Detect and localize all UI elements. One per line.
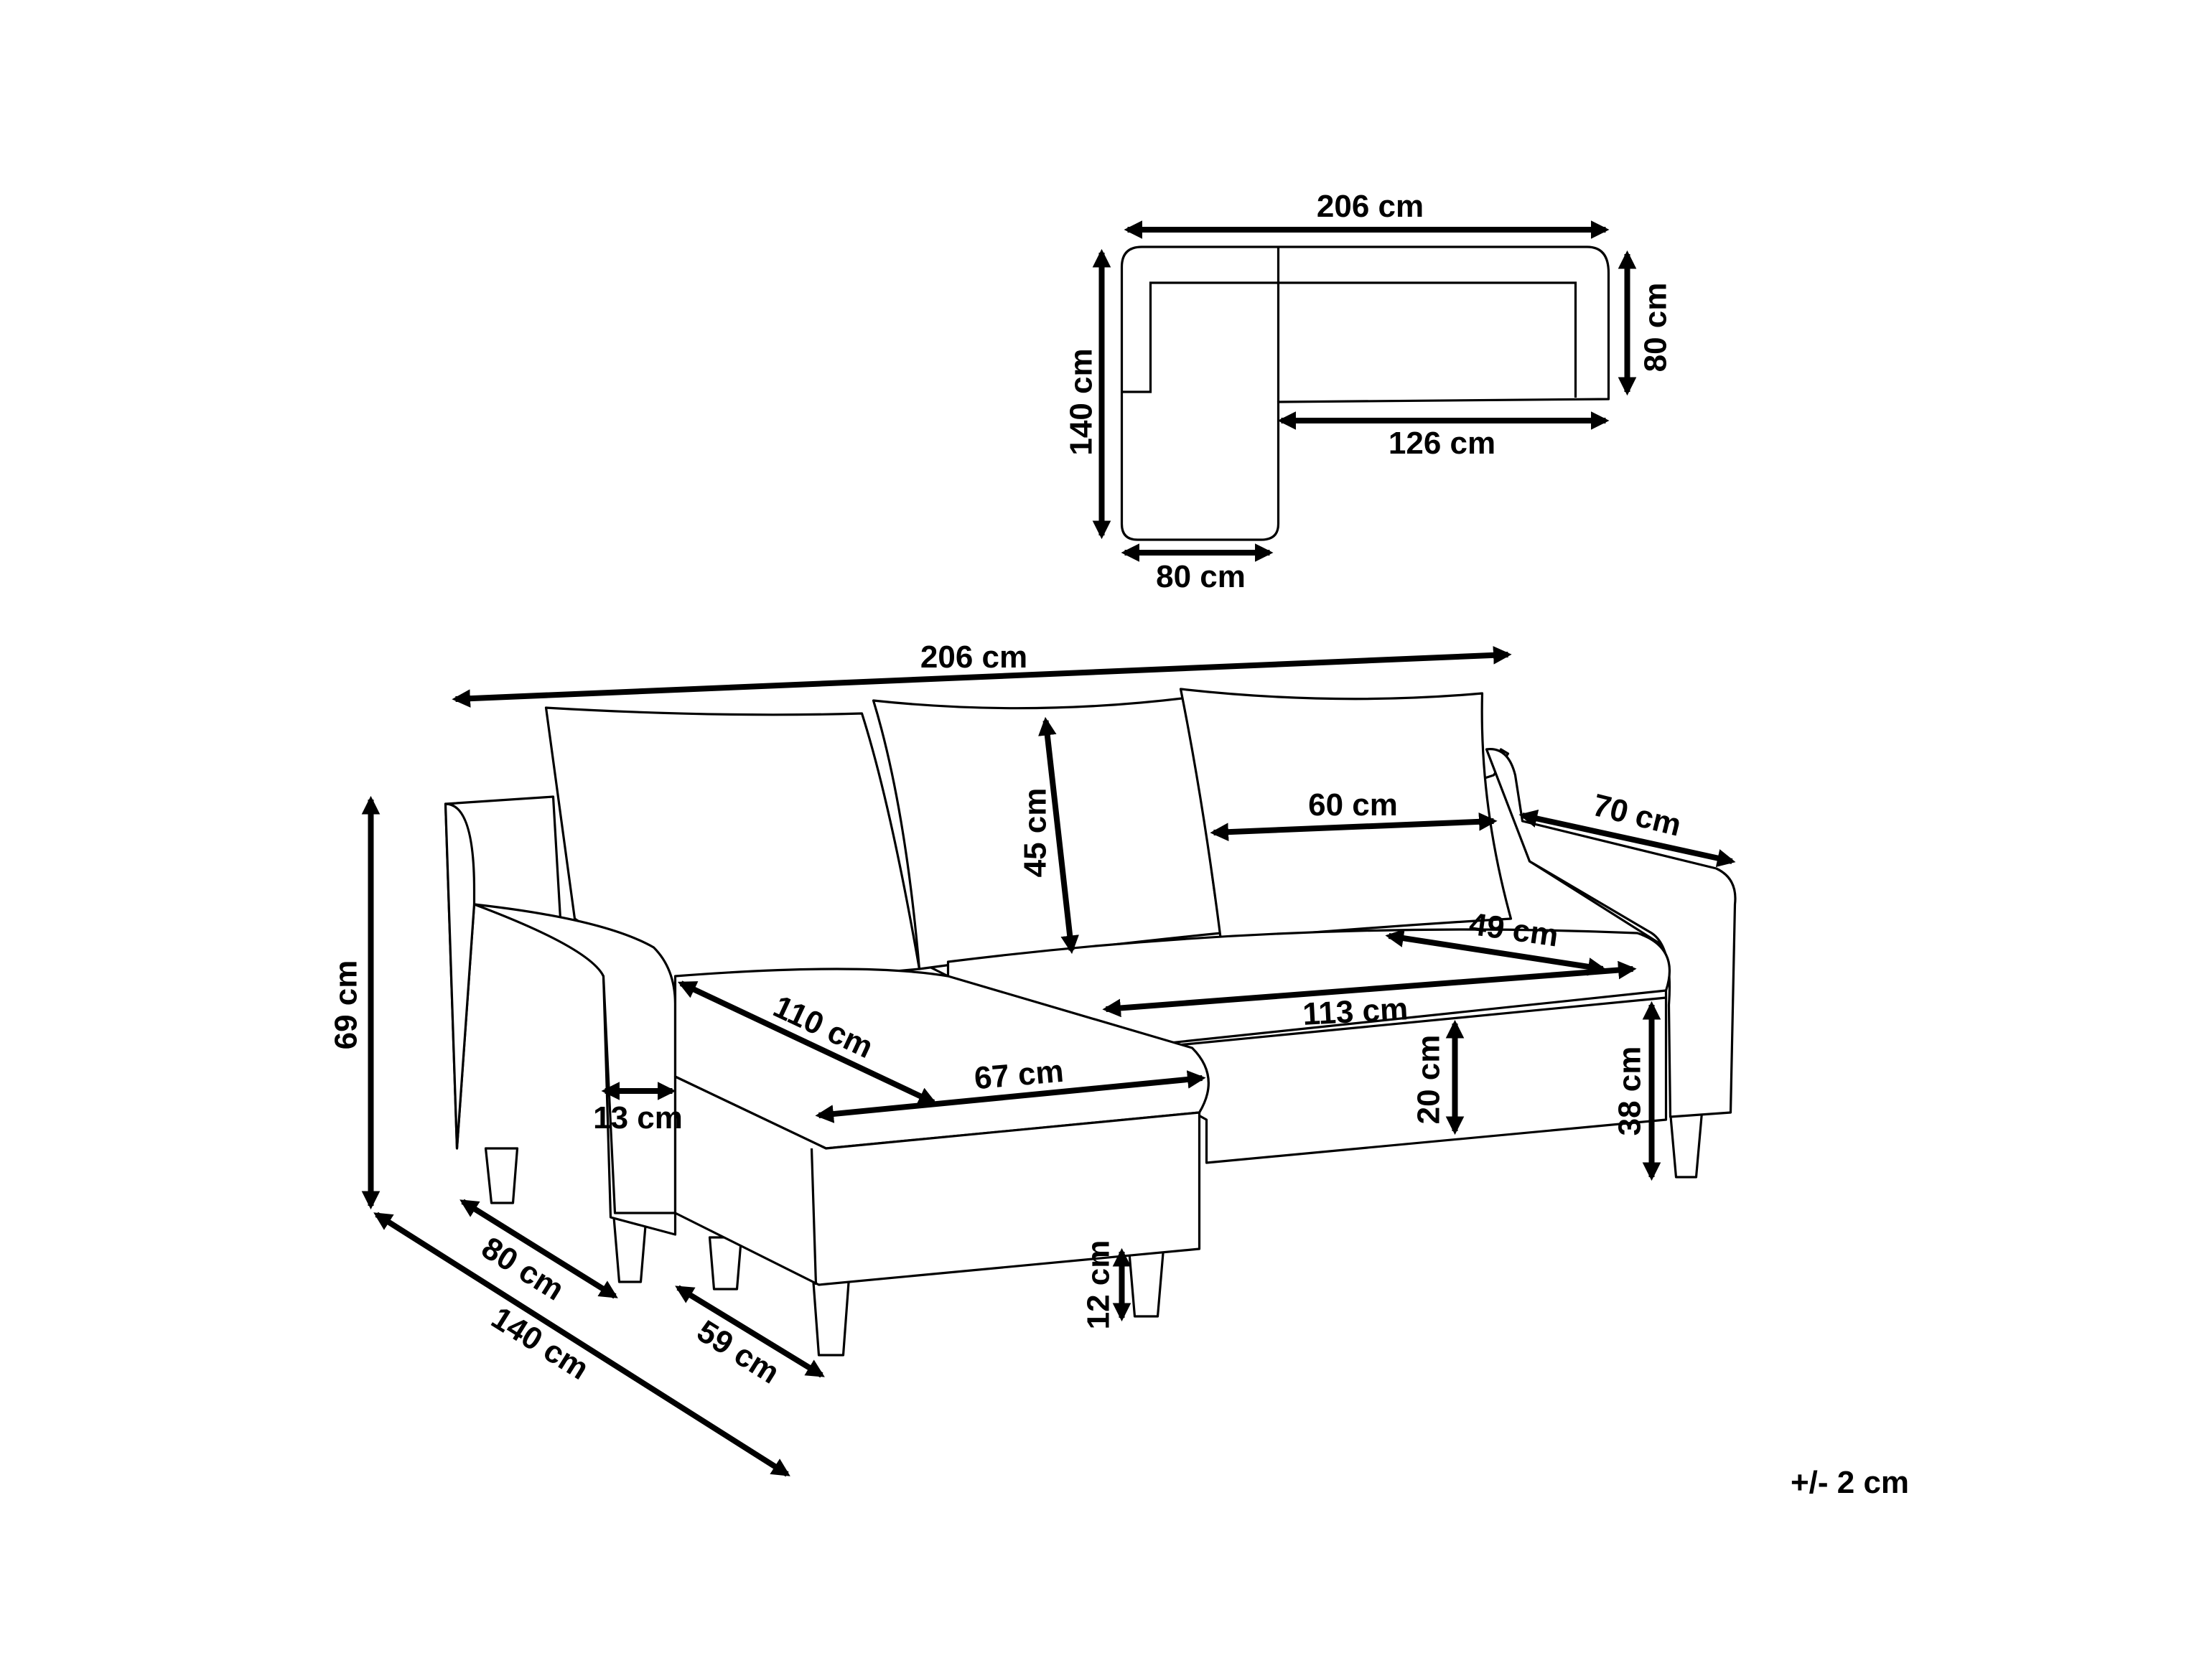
armrest-width-label: 13 cm [593, 1100, 683, 1135]
top-main-depth-label: 80 cm [1638, 283, 1674, 373]
total-width-label: 206 cm [920, 640, 1027, 675]
chaise-seat-width-label: 67 cm [973, 1054, 1065, 1097]
perspective-view: 206 cm 69 cm 45 cm 60 cm 70 cm 49 cm 113… [329, 640, 1737, 1477]
seat-height-label: 38 cm [1613, 1046, 1648, 1136]
tolerance-note: +/- 2 cm [1791, 1465, 1909, 1500]
top-total-depth-label: 140 cm [1064, 348, 1099, 455]
seat-width-label: 113 cm [1302, 991, 1409, 1032]
top-main-length-label: 126 cm [1389, 426, 1495, 461]
dimension-arrows [361, 646, 1736, 1477]
top-total-width-label: 206 cm [1317, 189, 1424, 224]
cushion-height-label: 45 cm [1018, 788, 1053, 878]
seat-height-front-label: 20 cm [1411, 1035, 1447, 1125]
cushion-width-label: 60 cm [1308, 787, 1398, 823]
top-chaise-width-label: 80 cm [1156, 559, 1246, 594]
leg-height-label: 12 cm [1081, 1240, 1116, 1330]
height-label: 69 cm [329, 960, 364, 1050]
top-view: 206 cm 140 cm 80 cm 126 cm 80 cm [1064, 189, 1674, 594]
